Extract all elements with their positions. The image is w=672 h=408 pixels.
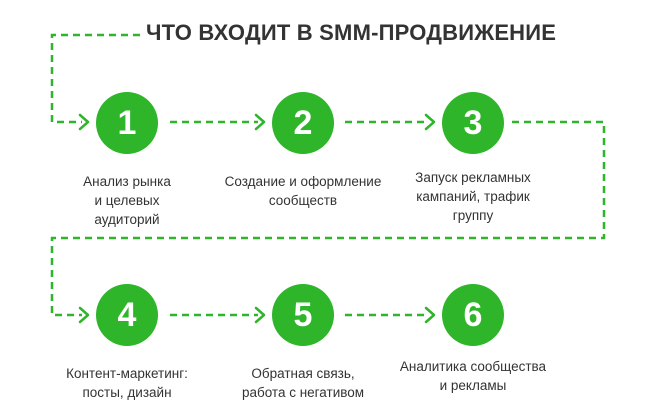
step-2-label: Создание и оформление сообществ bbox=[203, 172, 403, 210]
step-1-circle: 1 bbox=[96, 92, 158, 154]
step-1-label-line: и целевых bbox=[94, 193, 160, 208]
step-6-label-line: и рекламы bbox=[439, 378, 507, 393]
step-5-label-line: Обратная связь, bbox=[251, 366, 355, 381]
step-5-circle: 5 bbox=[272, 284, 334, 346]
step-1-label-line: Анализ рынка bbox=[83, 174, 171, 189]
step-4-label-line: Контент-маркетинг: bbox=[66, 366, 188, 381]
step-3-circle: 3 bbox=[442, 92, 504, 154]
arrowhead-to-step-3 bbox=[424, 113, 436, 131]
step-2-circle: 2 bbox=[272, 92, 334, 154]
arrowhead-to-step-1 bbox=[78, 113, 90, 131]
step-6-label: Аналитика сообщества и рекламы bbox=[373, 357, 573, 395]
step-1-label-line: аудиторий bbox=[94, 212, 160, 227]
step-4-circle: 4 bbox=[96, 284, 158, 346]
step-3-label-line: Запуск рекламных bbox=[415, 170, 531, 185]
step-2-label-line: Создание и оформление bbox=[224, 174, 382, 189]
step-2-label-line: сообществ bbox=[268, 193, 338, 208]
step-6-circle: 6 bbox=[442, 284, 504, 346]
arrowhead-to-step-5 bbox=[254, 306, 266, 324]
step-5-label: Обратная связь, работа с негативом bbox=[203, 364, 403, 402]
step-4-label-line: посты, дизайн bbox=[82, 385, 172, 400]
step-3-label-line: группу bbox=[452, 208, 494, 223]
connector-step-3-to-4 bbox=[50, 120, 606, 317]
page-title: ЧТО ВХОДИТ В SMM-ПРОДВИЖЕНИЕ bbox=[146, 20, 557, 45]
step-3-label: Запуск рекламных кампаний, трафик группу bbox=[373, 168, 573, 225]
arrowhead-to-step-2 bbox=[254, 113, 266, 131]
step-3-label-line: кампаний, трафик bbox=[416, 189, 530, 204]
arrowhead-to-step-6 bbox=[424, 306, 436, 324]
step-5-label-line: работа с негативом bbox=[241, 385, 365, 400]
step-4-label: Контент-маркетинг: посты, дизайн bbox=[27, 364, 227, 402]
step-1-label: Анализ рынка и целевых аудиторий bbox=[27, 172, 227, 229]
step-6-label-line: Аналитика сообщества bbox=[399, 359, 547, 374]
arrowhead-to-step-4 bbox=[78, 306, 90, 324]
